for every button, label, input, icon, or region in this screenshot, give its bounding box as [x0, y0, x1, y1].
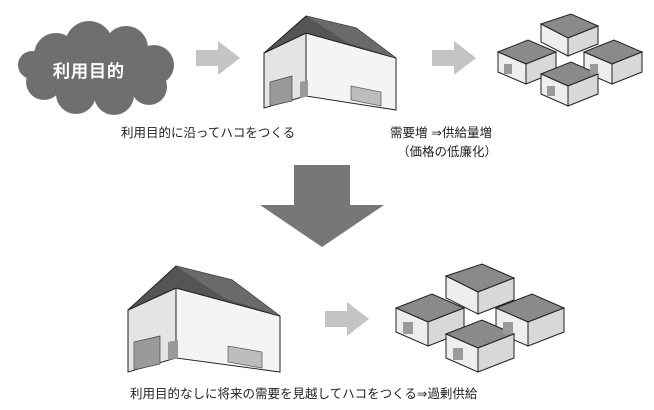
caption-purpose-based: 利用目的に沿ってハコをつくる	[121, 125, 296, 140]
big-arrow-down-icon	[260, 165, 384, 247]
arrow-right-icon	[432, 41, 476, 75]
building-cluster-icon	[496, 13, 644, 107]
caption-price-reduction: （価格の低廉化）	[397, 144, 498, 159]
caption-oversupply: 利用目的なしに将来の需要を見越してハコをつくる⇒過剰供給	[130, 386, 478, 401]
arrow-right-icon	[325, 302, 369, 336]
purpose-cloud	[18, 21, 174, 115]
caption-demand-increase: 需要増 ⇒供給量増	[390, 125, 492, 140]
cloud-label: 利用目的	[53, 62, 125, 82]
warehouse-icon	[127, 265, 281, 373]
building-cluster-icon	[394, 263, 566, 373]
arrow-right-icon	[196, 41, 240, 75]
warehouse-icon	[263, 15, 397, 111]
